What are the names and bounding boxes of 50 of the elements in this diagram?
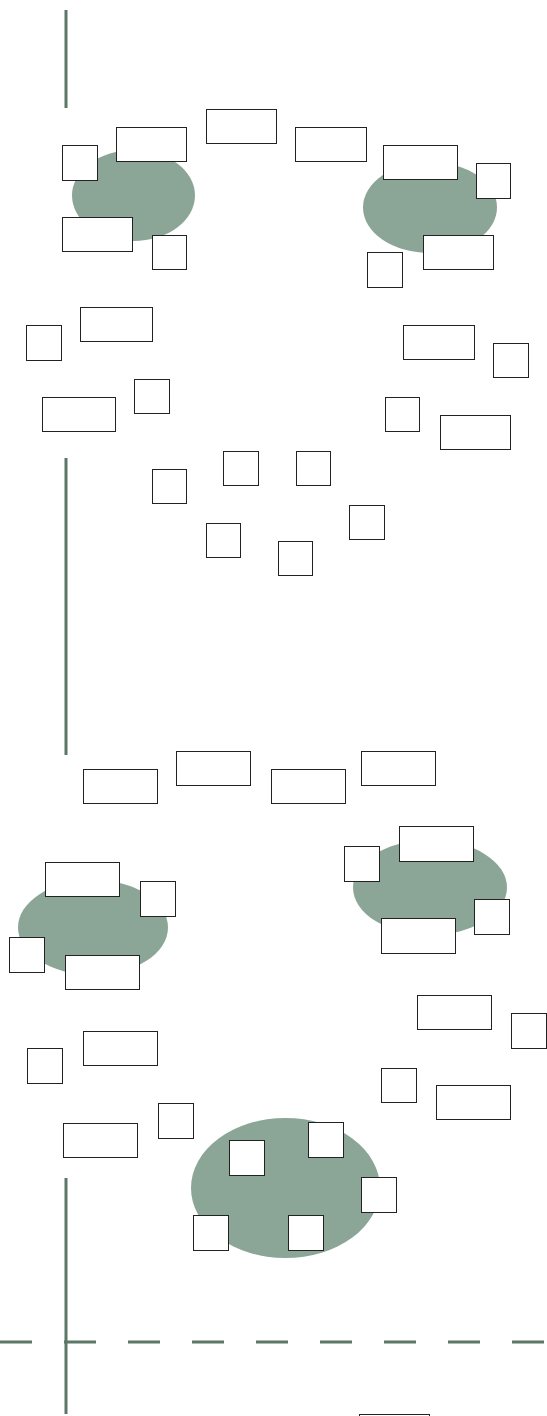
blank-box [140, 881, 176, 917]
blank-box [349, 505, 385, 540]
blank-box [193, 1215, 229, 1251]
blank-box [278, 541, 313, 576]
blank-box [399, 826, 474, 862]
blank-box [381, 1068, 417, 1103]
blank-box [403, 325, 475, 360]
blank-box [83, 769, 158, 804]
blank-box [308, 1122, 344, 1158]
blank-box [361, 1177, 397, 1213]
blank-box [476, 163, 511, 199]
blank-box [511, 1013, 547, 1049]
blank-box [27, 1048, 63, 1084]
blank-box [45, 862, 120, 897]
blank-box [62, 217, 133, 252]
blank-box [65, 955, 140, 990]
blank-box [440, 415, 511, 450]
blank-box [436, 1085, 511, 1120]
blank-box [80, 307, 153, 342]
blank-box [83, 1031, 158, 1066]
blank-box [361, 751, 436, 786]
blank-box [152, 469, 187, 504]
blank-box [42, 397, 116, 432]
blank-box [385, 397, 420, 432]
blank-box [62, 145, 98, 181]
blank-box [152, 235, 187, 270]
blank-box [367, 252, 403, 288]
blank-box [134, 379, 170, 414]
blank-box [229, 1140, 265, 1176]
blank-box [271, 769, 346, 804]
blank-box [344, 846, 380, 882]
blank-box [383, 145, 458, 180]
blank-box [223, 451, 259, 486]
blank-box [423, 235, 494, 270]
blank-box [63, 1123, 138, 1158]
blank-box [206, 109, 277, 144]
blank-box [9, 937, 45, 973]
blank-box [26, 325, 62, 361]
blank-box [295, 127, 367, 162]
blank-box [206, 523, 241, 558]
blank-box [288, 1215, 324, 1251]
blank-box [417, 995, 492, 1030]
blank-box [474, 899, 510, 935]
blank-box [116, 127, 187, 162]
blank-box [493, 343, 529, 378]
ellipse-area [191, 1118, 380, 1258]
blank-box [176, 751, 251, 786]
blank-box [296, 451, 331, 486]
blank-box [381, 918, 456, 954]
blank-box [158, 1103, 194, 1139]
